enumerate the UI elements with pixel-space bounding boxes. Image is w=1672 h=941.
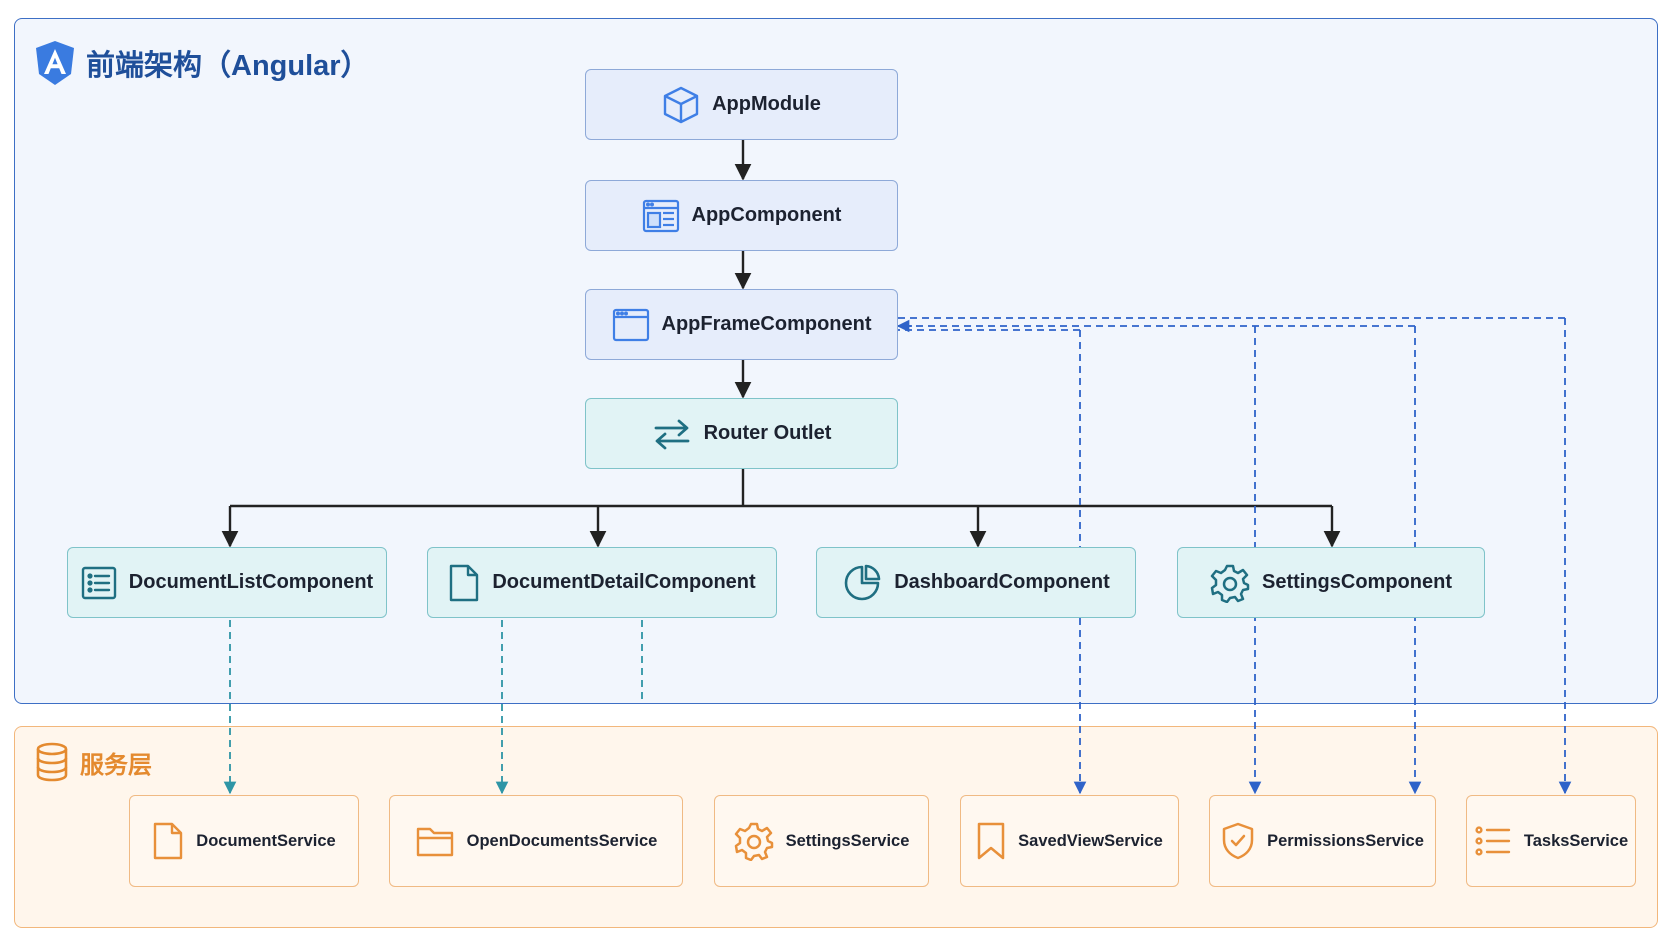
- node-label: Router Outlet: [703, 422, 832, 444]
- node-label: DashboardComponent: [894, 571, 1110, 593]
- database-icon: [34, 742, 70, 782]
- cube-icon: [662, 85, 700, 125]
- app-module-node[interactable]: AppModule: [585, 69, 898, 140]
- open-documents-service-node[interactable]: OpenDocumentsService: [389, 795, 683, 887]
- service-layer-title: 服务层: [34, 742, 152, 782]
- swap-arrows-icon: [652, 417, 692, 451]
- app-component-node[interactable]: AppComponent: [585, 180, 898, 251]
- node-label: DocumentDetailComponent: [492, 571, 756, 593]
- angular-logo-icon: [34, 40, 76, 86]
- settings-component-node[interactable]: SettingsComponent: [1177, 547, 1485, 618]
- node-label: TasksService: [1523, 831, 1629, 850]
- bookmark-icon: [976, 821, 1006, 861]
- node-label: PermissionsService: [1267, 831, 1424, 850]
- document-service-node[interactable]: DocumentService: [129, 795, 359, 887]
- folder-icon: [415, 824, 455, 858]
- node-label: OpenDocumentsService: [466, 831, 658, 850]
- document-detail-component-node[interactable]: DocumentDetailComponent: [427, 547, 777, 618]
- browser-window-icon: [612, 308, 650, 342]
- saved-view-service-node[interactable]: SavedViewService: [960, 795, 1179, 887]
- frontend-title: 前端架构（Angular）: [34, 40, 370, 86]
- tasks-service-node[interactable]: TasksService: [1466, 795, 1636, 887]
- list-icon: [81, 566, 117, 600]
- node-label: SettingsService: [785, 831, 910, 850]
- service-layer-title-text: 服务层: [80, 751, 152, 779]
- node-label: AppComponent: [691, 204, 842, 226]
- node-label: AppModule: [712, 93, 821, 115]
- shield-check-icon: [1221, 821, 1255, 861]
- frontend-title-text: 前端架构（Angular）: [86, 50, 370, 82]
- gear-icon: [734, 821, 774, 861]
- node-label: DocumentListComponent: [128, 571, 374, 593]
- permissions-service-node[interactable]: PermissionsService: [1209, 795, 1436, 887]
- task-list-icon: [1474, 824, 1512, 858]
- document-icon: [448, 563, 480, 603]
- node-label: SavedViewService: [1018, 831, 1163, 850]
- window-layout-icon: [642, 199, 680, 233]
- node-label: SettingsComponent: [1262, 571, 1452, 593]
- router-outlet-node[interactable]: Router Outlet: [585, 398, 898, 469]
- node-label: AppFrameComponent: [661, 313, 872, 335]
- app-frame-component-node[interactable]: AppFrameComponent: [585, 289, 898, 360]
- gear-icon: [1210, 563, 1250, 603]
- pie-chart-icon: [842, 563, 882, 603]
- dashboard-component-node[interactable]: DashboardComponent: [816, 547, 1136, 618]
- document-list-component-node[interactable]: DocumentListComponent: [67, 547, 387, 618]
- node-label: DocumentService: [196, 831, 336, 850]
- settings-service-node[interactable]: SettingsService: [714, 795, 929, 887]
- document-icon: [152, 821, 184, 861]
